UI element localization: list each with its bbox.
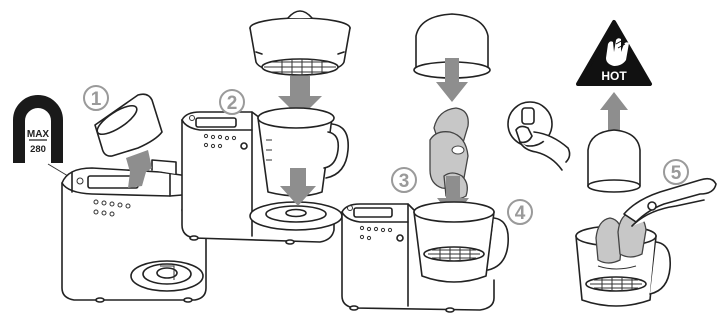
step-2-label: 2 xyxy=(227,93,238,114)
jug-with-steamed-food xyxy=(576,212,670,306)
max-label-value: 280 xyxy=(30,144,46,155)
steamer-basket xyxy=(250,11,350,75)
step-1-label: 1 xyxy=(91,89,102,110)
step-4-label: 4 xyxy=(515,203,526,224)
step-3-4-add-food-and-cover: 3 4 xyxy=(342,14,570,312)
step-2-insert-basket: 2 xyxy=(182,11,350,244)
step-number-4: 4 xyxy=(508,200,532,224)
max-label-title: MAX xyxy=(27,129,50,140)
step-3-label: 3 xyxy=(399,171,410,192)
step-number-3: 3 xyxy=(392,168,416,192)
step-number-5: 5 xyxy=(664,160,688,184)
max-water-level-icon: MAX 280 xyxy=(14,96,78,182)
hot-warning-text: HOT xyxy=(601,69,627,83)
baby-food-maker-step-3 xyxy=(342,202,508,312)
step-5-label: 5 xyxy=(671,163,682,184)
hot-warning-icon: HOT xyxy=(578,22,650,84)
lifted-lid xyxy=(588,130,640,192)
step-1-fill-water-tank: MAX 280 xyxy=(14,86,206,302)
hand-press-button-icon xyxy=(508,102,570,170)
baby-food-maker-step-2 xyxy=(182,108,348,244)
step-number-1: 1 xyxy=(84,86,108,110)
step-number-2: 2 xyxy=(220,90,244,114)
step-5-remove-lid: HOT 5 xyxy=(576,22,716,306)
